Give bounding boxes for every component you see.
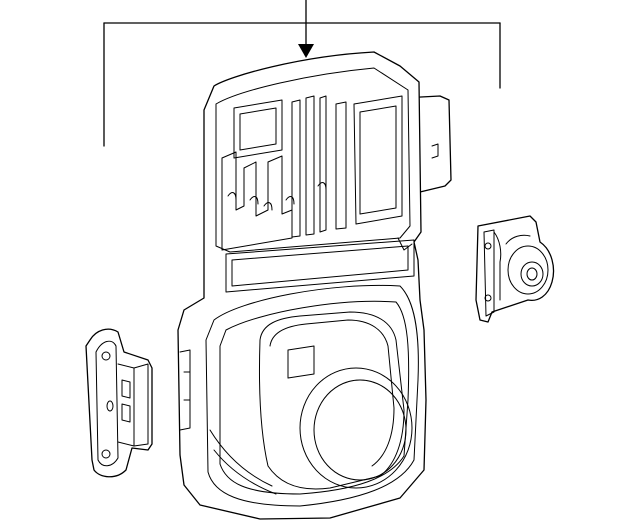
left-bracket-hole-bottom: [101, 449, 111, 459]
housing-window-upper-inner: [239, 107, 277, 151]
callout-arrow-head: [298, 44, 314, 58]
housing-side-tab-slot: [431, 143, 439, 159]
lens-adjust-square: [287, 345, 315, 379]
left-bracket-side: [133, 363, 149, 447]
right-bracket-hole-top: [484, 242, 492, 250]
left-bracket-hole-top: [101, 351, 111, 361]
right-bracket-outline: [475, 215, 555, 323]
left-bracket-hole-mid: [106, 400, 114, 412]
housing-upper-inner-frame: [215, 67, 411, 253]
right-bracket-boss-edge: [505, 234, 531, 245]
housing-clip-b: [249, 196, 259, 205]
housing-left-clip-ribs: [183, 371, 191, 401]
callout-leader: [103, 0, 501, 147]
lamp-bezel-inner: [219, 300, 410, 495]
housing-clip-d: [285, 196, 295, 205]
left-bracket-plate: [95, 340, 119, 467]
housing-rib-2: [305, 95, 315, 236]
housing-stepped-pocket: [221, 151, 293, 251]
left-bracket-outline: [85, 328, 153, 478]
housing-middle-band: [225, 239, 415, 293]
right-bracket-plate: [483, 229, 495, 317]
housing-panel-right-inner: [359, 105, 397, 215]
housing-panel-right: [353, 95, 403, 225]
right-bracket-hole-bottom: [484, 294, 492, 302]
housing-clip-a: [227, 192, 237, 201]
housing-clip-c: [263, 202, 273, 211]
fog-lamp-lens-outer: [299, 367, 413, 489]
left-bracket-slot-2: [121, 403, 131, 423]
housing-window-upper: [233, 99, 283, 159]
housing-middle-band-inner: [231, 245, 409, 287]
housing-lower-rib-2: [209, 429, 273, 487]
housing-notch: [397, 237, 413, 251]
right-bracket-bend: [493, 231, 502, 301]
housing-rib-4: [335, 101, 347, 230]
left-bracket-flange: [117, 363, 135, 447]
main-housing-assembly: [177, 51, 452, 520]
left-bracket-slot-1: [121, 379, 131, 399]
housing-clip-e: [317, 182, 327, 191]
housing-rib-1: [291, 99, 301, 238]
lamp-bezel-outer: [205, 284, 419, 507]
left-mounting-bracket: [85, 328, 153, 478]
housing-left-clip: [179, 349, 191, 431]
right-bracket-boss-hole: [526, 267, 538, 281]
housing-rib-3: [319, 95, 327, 233]
lens-housing-inner-edge: [269, 319, 395, 467]
right-bracket-boss-outer: [507, 245, 549, 295]
fog-lamp-lens-inner: [313, 379, 407, 481]
lens-housing: [258, 311, 405, 490]
right-mounting-bracket: [475, 215, 555, 323]
right-bracket-boss-inner: [520, 261, 544, 287]
housing-lower-rib-1: [213, 449, 277, 495]
